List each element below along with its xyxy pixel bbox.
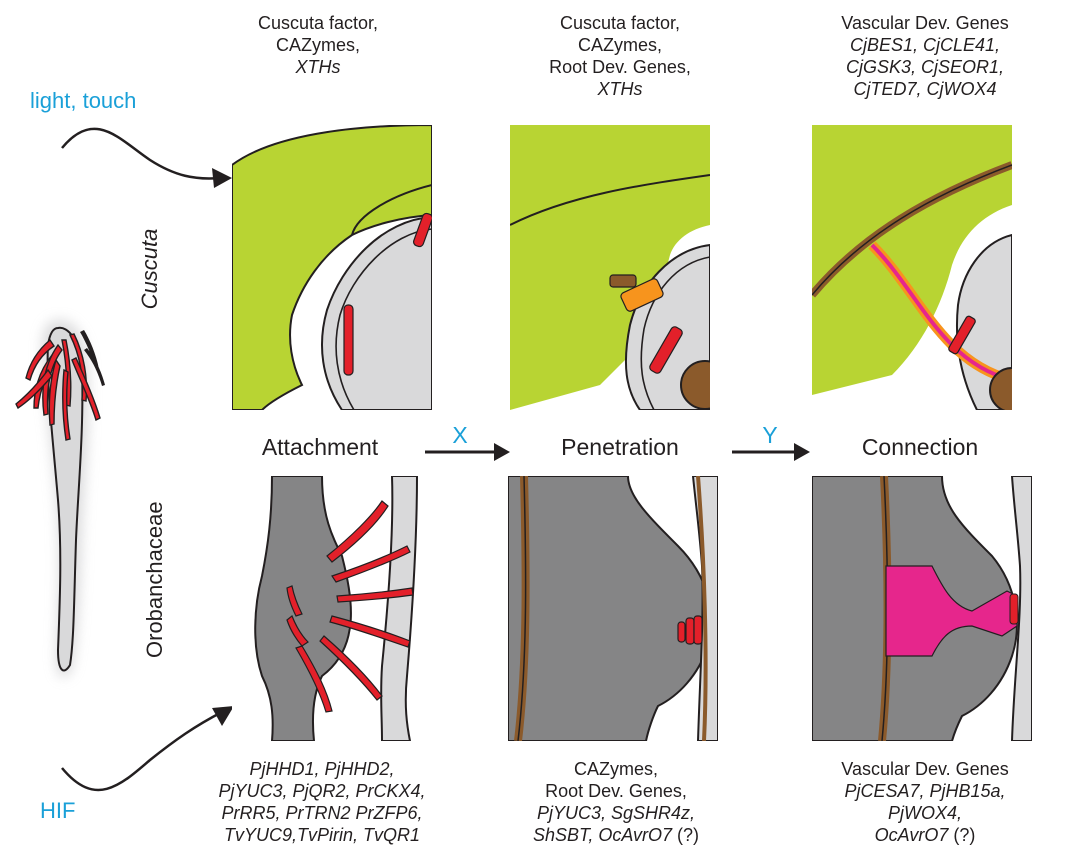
bottom-label-attachment: PjHHD1, PjHHD2, PjYUC3, PjQR2, PrCKX4, P… [192, 758, 452, 846]
top-label-connection-line2: CjBES1, CjCLE41, [810, 34, 1040, 56]
stimulus-light-touch: light, touch [30, 90, 210, 112]
bottom-label-connection-qmark: (?) [948, 825, 975, 845]
arrow-top-curve [62, 129, 220, 179]
bottom-label-penetration-genes: ShSBT, OcAvrO7 [533, 825, 672, 845]
top-label-connection: Vascular Dev. Genes CjBES1, CjCLE41, CjG… [810, 12, 1040, 100]
bottom-label-penetration-line3: PjYUC3, SgSHR4z, [506, 802, 726, 824]
bottom-label-penetration-qmark: (?) [672, 825, 699, 845]
panel-cuscuta-attachment [232, 125, 432, 410]
bottom-label-penetration-line4: ShSBT, OcAvrO7 (?) [506, 824, 726, 846]
arrow-y-head [794, 443, 810, 461]
top-label-connection-line1: Vascular Dev. Genes [810, 12, 1040, 34]
top-label-attachment: Cuscuta factor, CAZymes, XTHs [228, 12, 408, 78]
bottom-label-connection-line3: PjWOX4, [810, 802, 1040, 824]
panel-orobanchaceae-penetration [508, 476, 718, 741]
bottom-label-attachment-line2: PjYUC3, PjQR2, PrCKX4, [192, 780, 452, 802]
side-label-orobanchaceae: Orobanchaceae [142, 508, 168, 658]
top-label-attachment-line2: CAZymes, [228, 34, 408, 56]
orobanche-seedling [0, 300, 110, 690]
top-label-attachment-line3: XTHs [228, 56, 408, 78]
bottom-label-attachment-line4: TvYUC9,TvPirin, TvQR1 [192, 824, 452, 846]
bottom-label-connection-line4: OcAvrO7 (?) [810, 824, 1040, 846]
panel-cuscuta-connection [812, 125, 1012, 410]
panel-orobanchaceae-connection [812, 476, 1032, 741]
bottom-label-connection-line2: PjCESA7, PjHB15a, [810, 780, 1040, 802]
stimulus-hif: HIF [40, 800, 120, 822]
top-label-penetration-line2: CAZymes, [520, 34, 720, 56]
bottom-label-penetration-line2: Root Dev. Genes, [506, 780, 726, 802]
arrow-bottom-head [212, 706, 234, 726]
stage-penetration: Penetration [530, 434, 710, 461]
stage-attachment: Attachment [230, 434, 410, 461]
arrow-top-head [212, 168, 232, 188]
bottom-label-penetration-line1: CAZymes, [506, 758, 726, 780]
stage-connection: Connection [830, 434, 1010, 461]
bottom-label-connection-line1: Vascular Dev. Genes [810, 758, 1040, 780]
top-label-connection-line3: CjGSK3, CjSEOR1, [810, 56, 1040, 78]
bottom-label-attachment-line1: PjHHD1, PjHHD2, [192, 758, 452, 780]
panel-orobanchaceae-attachment [232, 476, 432, 741]
top-label-attachment-line1: Cuscuta factor, [228, 12, 408, 34]
arrow-x-head [494, 443, 510, 461]
top-label-penetration: Cuscuta factor, CAZymes, Root Dev. Genes… [520, 12, 720, 100]
bottom-label-penetration: CAZymes, Root Dev. Genes, PjYUC3, SgSHR4… [506, 758, 726, 846]
top-label-penetration-line4: XTHs [520, 78, 720, 100]
panel-cuscuta-penetration [510, 125, 710, 410]
bottom-label-connection: Vascular Dev. Genes PjCESA7, PjHB15a, Pj… [810, 758, 1040, 846]
top-label-penetration-line3: Root Dev. Genes, [520, 56, 720, 78]
bottom-label-connection-genes: OcAvrO7 [875, 825, 949, 845]
bottom-label-attachment-line3: PrRR5, PrTRN2 PrZFP6, [192, 802, 452, 824]
top-label-penetration-line1: Cuscuta factor, [520, 12, 720, 34]
transition-y: Y [755, 422, 785, 449]
top-label-connection-line4: CjTED7, CjWOX4 [810, 78, 1040, 100]
side-label-cuscuta: Cuscuta [137, 219, 163, 319]
transition-x: X [445, 422, 475, 449]
